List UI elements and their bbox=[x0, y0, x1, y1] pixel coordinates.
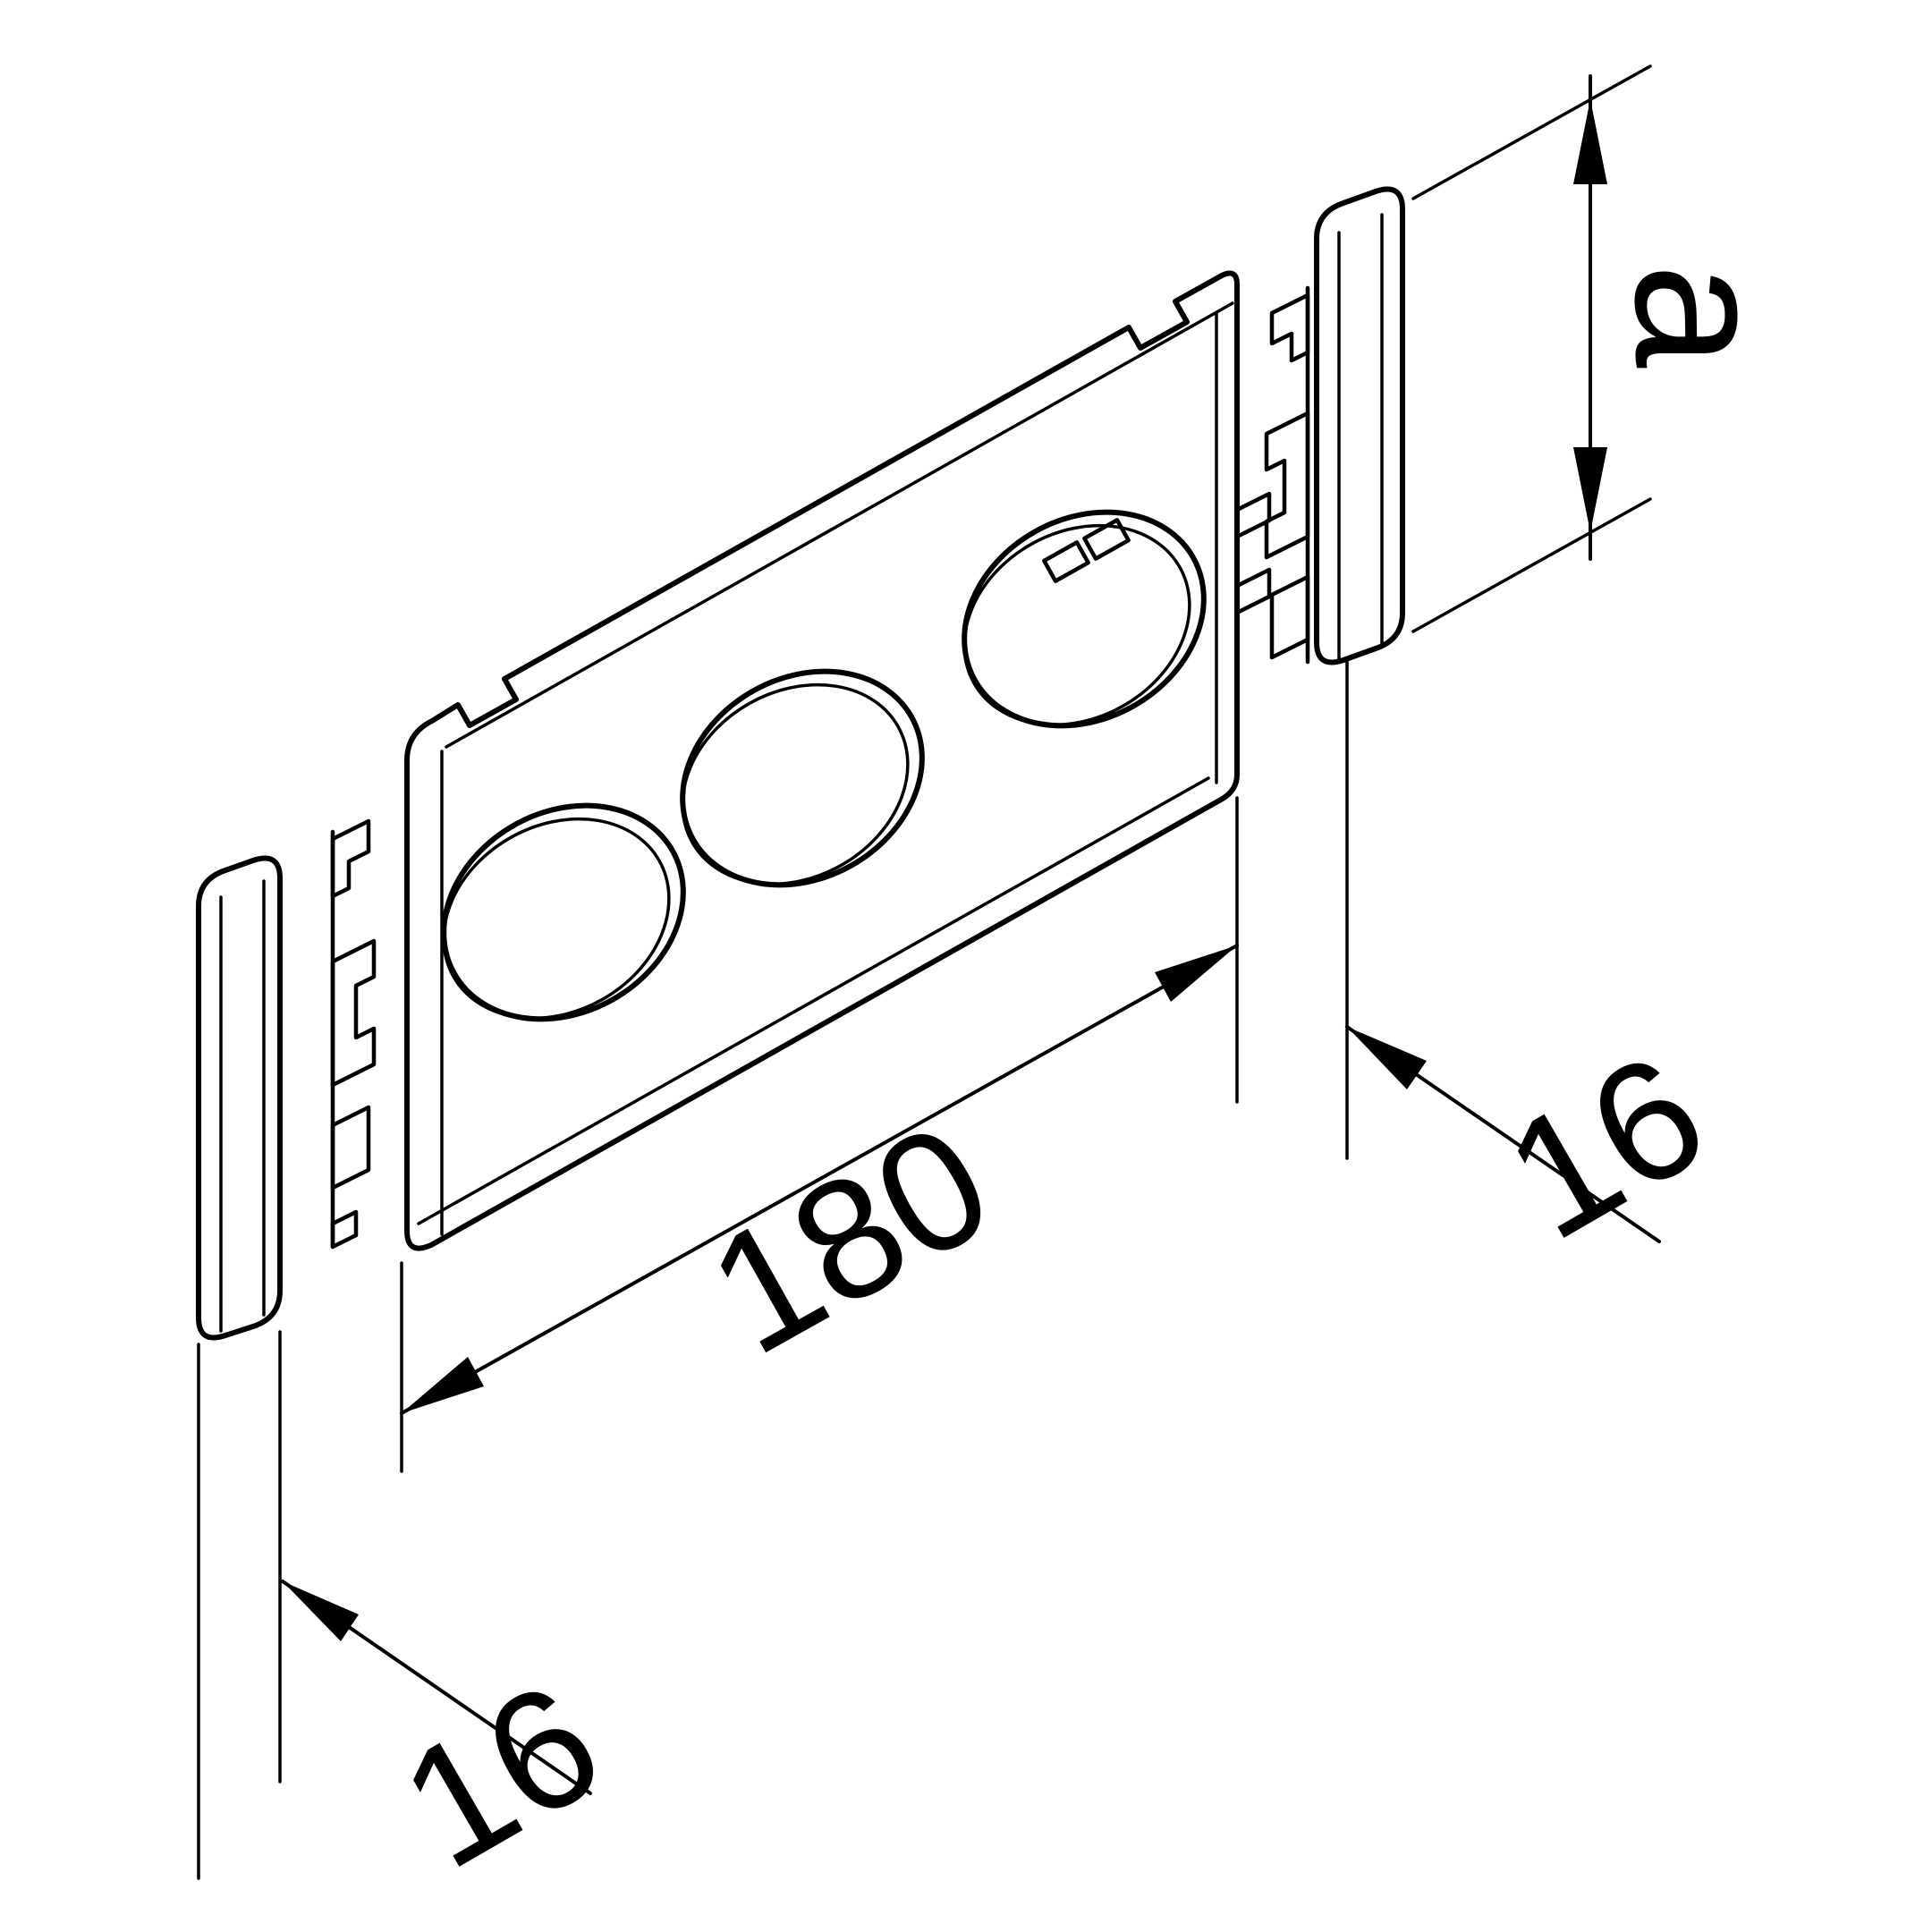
dimension-label-16-right: 16 bbox=[1476, 1017, 1734, 1275]
dimension-label-16-left: 16 bbox=[371, 1646, 630, 1904]
socket-hole-3-rim bbox=[962, 509, 1207, 729]
right-coupler-clips bbox=[1264, 285, 1310, 665]
left-clip-hook-1 bbox=[330, 818, 371, 899]
earth-contact-tab-2 bbox=[1082, 518, 1131, 561]
arrowhead-16-right bbox=[1347, 1027, 1427, 1089]
left-clip-hook-3 bbox=[330, 1105, 371, 1191]
dimension-height-a: a bbox=[1411, 64, 1807, 633]
left-end-cap bbox=[196, 855, 283, 1341]
extension-line-a-top bbox=[1411, 64, 1652, 200]
faceplate-snap-tab-lower bbox=[1234, 567, 1272, 615]
extension-line-a-bottom bbox=[1411, 497, 1652, 633]
left-coupler-clips bbox=[330, 818, 377, 1250]
arrowhead-180-left bbox=[402, 1357, 484, 1413]
socket-hole-3 bbox=[962, 509, 1207, 729]
right-end-cap bbox=[1314, 186, 1405, 665]
left-clip-hook-2 bbox=[330, 938, 377, 1088]
dimension-label-180: 180 bbox=[680, 1087, 1020, 1391]
right-clip-hook-1 bbox=[1269, 292, 1310, 363]
socket-hole-1-rim bbox=[441, 802, 686, 1022]
dimension-label-a: a bbox=[1597, 264, 1807, 369]
socket-hole-1-inner-rim bbox=[442, 817, 671, 1021]
left-clip-hook-4 bbox=[330, 1209, 359, 1250]
faceplate-snap-tab-upper bbox=[1234, 491, 1272, 539]
dimension-depth-right-16: 16 bbox=[1345, 1017, 1735, 1276]
right-clip-hook-2 bbox=[1264, 411, 1310, 560]
socket-hole-1 bbox=[441, 802, 686, 1022]
arrowhead-180-right bbox=[1155, 945, 1237, 1002]
arrowhead-a-bottom bbox=[1573, 447, 1607, 532]
arrowhead-a-top bbox=[1573, 99, 1607, 184]
faceplate-top-rim-line bbox=[445, 301, 1234, 749]
trunking-edge-lines bbox=[197, 657, 1349, 1880]
dimension-depth-left-16: 16 bbox=[281, 1580, 631, 1905]
faceplate-bottom-rim-line bbox=[417, 776, 1210, 1225]
socket-hole-2 bbox=[680, 668, 925, 888]
earth-contact-tab-1 bbox=[1042, 540, 1090, 583]
right-end-cap-outline bbox=[1314, 186, 1405, 665]
faceplate bbox=[404, 270, 1272, 1251]
left-end-cap-outline bbox=[196, 855, 283, 1341]
dimension-line-180 bbox=[400, 944, 1239, 1415]
socket-hole-2-inner-rim bbox=[681, 682, 910, 886]
faceplate-outline bbox=[404, 270, 1240, 1251]
socket-hole-2-rim bbox=[680, 668, 925, 888]
arrowhead-16-left bbox=[283, 1581, 359, 1641]
socket-hole-3-inner-rim bbox=[962, 523, 1191, 727]
right-clip-hook-3 bbox=[1269, 574, 1310, 660]
